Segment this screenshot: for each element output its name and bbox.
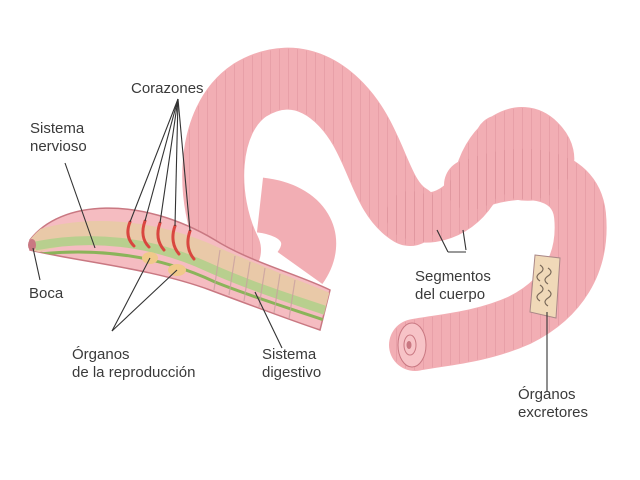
label-organos-reproduccion-line1: Órganos <box>72 346 130 363</box>
label-segmentos: Segmentos del cuerpo <box>415 268 491 304</box>
cutaway-section <box>30 221 330 324</box>
digestive-tract <box>34 236 330 317</box>
excretory-organs <box>529 254 561 319</box>
label-organos-excretores: Órganos excretores <box>518 386 588 422</box>
label-boca-text: Boca <box>29 285 64 302</box>
leader-lines <box>32 98 548 392</box>
label-segmentos-line1: Segmentos <box>415 268 491 285</box>
label-sistema-digestivo: Sistema digestivo <box>262 346 321 382</box>
label-organos-reproduccion-line2: de la reproducción <box>72 364 196 381</box>
tail-tip <box>397 322 427 368</box>
mouth <box>28 239 36 251</box>
label-segmentos-line2: del cuerpo <box>415 286 486 303</box>
hearts <box>126 219 196 261</box>
label-organos-reproduccion: Órganos de la reproducción <box>72 346 195 382</box>
label-corazones-text: Corazones <box>131 80 204 97</box>
label-sistema-nervioso: Sistema nervioso <box>30 120 87 156</box>
label-organos-excretores-line2: excretores <box>518 404 589 421</box>
label-organos-excretores-line1: Órganos <box>518 386 576 403</box>
label-corazones: Corazones <box>131 80 204 98</box>
label-sistema-digestivo-line2: digestivo <box>262 364 322 381</box>
label-sistema-nervioso-line2: nervioso <box>30 138 87 155</box>
label-sistema-digestivo-line1: Sistema <box>262 346 317 363</box>
label-boca: Boca <box>29 285 63 303</box>
label-sistema-nervioso-line1: Sistema <box>30 120 85 137</box>
